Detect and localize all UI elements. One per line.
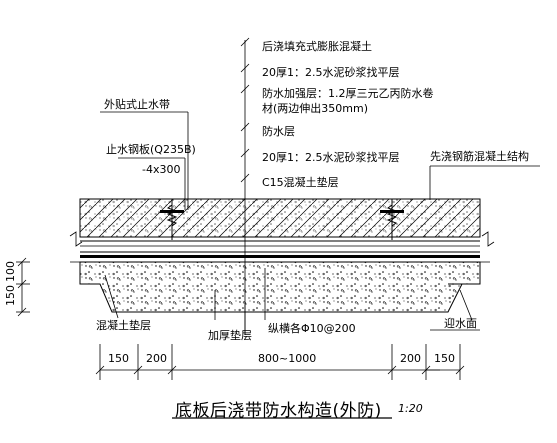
callout-ticks bbox=[240, 37, 250, 183]
bottom-leaders bbox=[104, 268, 480, 331]
dim-150-right: 150 bbox=[434, 352, 455, 365]
dim-200-left: 200 bbox=[146, 352, 167, 365]
label-concrete-cushion: 混凝土垫层 bbox=[96, 319, 151, 332]
label-external-waterstop: 外贴式止水带 bbox=[104, 98, 170, 111]
label-waterproof-layer: 防水层 bbox=[262, 125, 295, 138]
label-thickened-cushion: 加厚垫层 bbox=[208, 329, 252, 342]
membrane-layers bbox=[80, 240, 480, 263]
break-lines bbox=[69, 231, 495, 263]
steel-waterstop-right bbox=[380, 204, 404, 227]
dim-middle: 800~1000 bbox=[258, 352, 317, 365]
drawing-title: 底板后浇带防水构造(外防) bbox=[175, 401, 382, 421]
label-rebar: 纵横各Φ10@200 bbox=[268, 322, 356, 335]
left-leaders bbox=[100, 111, 189, 210]
slab-section bbox=[79, 198, 481, 238]
dim-200-right: 200 bbox=[400, 352, 421, 365]
drawing-scale: 1:20 bbox=[398, 402, 423, 415]
label-leveling-1: 20厚1：2.5水泥砂浆找平层 bbox=[262, 66, 400, 79]
right-leader bbox=[429, 165, 540, 200]
cushion-layer bbox=[79, 261, 481, 313]
label-fill-concrete: 后浇填充式膨胀混凝土 bbox=[262, 40, 372, 53]
dim-100-vertical: 100 bbox=[4, 261, 17, 282]
steel-waterstop-left bbox=[160, 204, 184, 227]
label-c15-cushion: C15混凝土垫层 bbox=[262, 176, 339, 189]
vertical-dimension bbox=[16, 257, 30, 317]
label-cast-in-place-structure: 先浇钢筋混凝土结构 bbox=[430, 150, 529, 163]
label-steel-waterstop-size: -4x300 bbox=[142, 163, 181, 176]
dim-150-vertical: 150 bbox=[4, 285, 17, 306]
label-water-face: 迎水面 bbox=[444, 317, 477, 330]
label-reinforced-layer-2: 材(两边伸出350mm) bbox=[262, 102, 369, 115]
label-steel-waterstop: 止水钢板(Q235B) bbox=[106, 143, 196, 156]
horizontal-dimension bbox=[95, 344, 465, 380]
dim-150-left: 150 bbox=[108, 352, 129, 365]
label-leveling-2: 20厚1：2.5水泥砂浆找平层 bbox=[262, 151, 400, 164]
label-reinforced-layer-1: 防水加强层：1.2厚三元乙丙防水卷 bbox=[262, 87, 434, 100]
